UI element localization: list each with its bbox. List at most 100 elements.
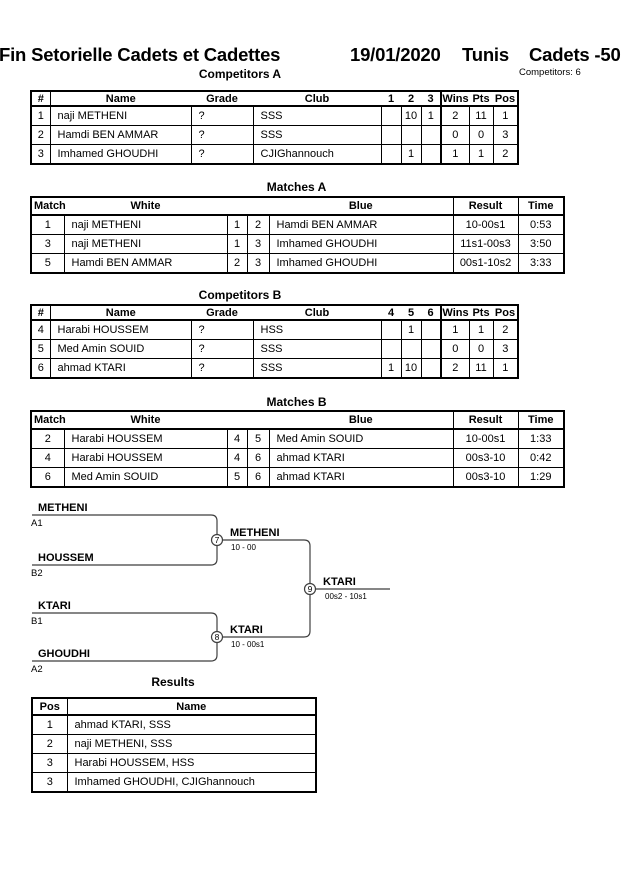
cell-match-num: 1	[30, 214, 65, 235]
cell-r3: 1	[420, 105, 442, 126]
competitors-count-label: Competitors: 6	[519, 67, 581, 78]
cell-grade: ?	[190, 125, 254, 145]
col-header-r5: 5	[401, 305, 421, 321]
col-header-pos: Pos	[493, 91, 518, 107]
cell-r1	[380, 105, 402, 126]
cell-name: Harabi HOUSSEM	[49, 319, 192, 340]
bracket-match-number: 9	[308, 584, 313, 594]
bracket-slot-name: KTARI	[38, 600, 71, 612]
cell-white-name: Hamdi BEN AMMAR	[63, 253, 228, 274]
cell-r2: 1	[400, 144, 422, 165]
cell-wins: 0	[440, 339, 470, 359]
cell-pos: 3	[492, 339, 519, 359]
cell-result: 00s3-10	[452, 467, 519, 488]
cell-white-seed: 2	[226, 253, 248, 274]
table-row: 4 Harabi HOUSSEM 4 6 ahmad KTARI 00s3-10…	[30, 448, 565, 468]
col-header-grade: Grade	[191, 305, 253, 321]
bracket-line-sf2-bottom	[32, 642, 218, 662]
cell-blue-name: ahmad KTARI	[268, 467, 454, 488]
col-header-num: #	[31, 91, 51, 107]
cell-pos: 3	[31, 753, 68, 773]
cell-white-name: naji METHENI	[63, 234, 228, 254]
col-header-club: Club	[253, 305, 381, 321]
table-row: 3 Imhamed GHOUDHI, CJIGhannouch	[31, 772, 317, 793]
cell-blue-seed: 6	[246, 467, 270, 488]
table-row: 1 naji METHENI 1 2 Hamdi BEN AMMAR 10-00…	[30, 214, 565, 235]
cell-pts: 1	[468, 319, 494, 340]
cell-name: ahmad KTARI, SSS	[66, 714, 317, 735]
col-header-name: Name	[50, 305, 191, 321]
cell-r1	[380, 319, 402, 340]
col-header-result: Result	[452, 411, 518, 430]
bracket-winner-name: METHENI	[230, 527, 280, 539]
cell-blue-seed: 5	[246, 428, 270, 449]
cell-white-name: Harabi HOUSSEM	[63, 428, 228, 449]
col-header-blue: Blue	[269, 197, 453, 216]
col-header-r2: 2	[401, 91, 421, 107]
col-header-r1: 1	[381, 91, 401, 107]
col-header-white-num	[227, 411, 247, 430]
cell-pos: 2	[492, 144, 519, 165]
cell-r2: 1	[400, 319, 422, 340]
cell-grade: ?	[190, 358, 254, 379]
col-header-white: White	[64, 411, 227, 430]
bracket-slot-name: METHENI	[38, 502, 88, 514]
cell-blue-name: Imhamed GHOUDHI	[268, 253, 454, 274]
col-header-result: Result	[452, 197, 518, 216]
bracket-match-result: 00s2 - 10s1	[325, 592, 367, 601]
pool-b-competitors-title: Competitors B	[198, 288, 282, 302]
bracket-slot-seed: A2	[31, 664, 43, 675]
table-row: 4 Harabi HOUSSEM ? HSS 1 1 1 2	[30, 319, 519, 340]
cell-result: 10-00s1	[452, 428, 519, 449]
col-header-pts: Pts	[469, 305, 493, 321]
cell-r1	[380, 125, 402, 145]
pool-a-competitors-title: Competitors A	[198, 67, 282, 81]
cell-white-seed: 4	[226, 448, 248, 468]
col-header-blue: Blue	[269, 411, 453, 430]
bracket-winner-name: KTARI	[230, 624, 263, 636]
cell-pts: 11	[468, 358, 494, 379]
col-header-r6: 6	[421, 305, 441, 321]
col-header-pos: Pos	[32, 698, 68, 716]
cell-club: CJIGhannouch	[252, 144, 382, 165]
cell-match-num: 2	[30, 428, 65, 449]
cell-r1	[380, 144, 402, 165]
cell-wins: 1	[440, 319, 470, 340]
cell-pos: 1	[31, 714, 68, 735]
bracket-slot-name: GHOUDHI	[38, 648, 90, 660]
cell-pos: 3	[492, 125, 519, 145]
cell-club: SSS	[252, 358, 382, 379]
bracket-match-result: 10 - 00s1	[231, 640, 265, 649]
cell-grade: ?	[190, 319, 254, 340]
title-event: Fin Setorielle Cadets et Cadettes	[0, 44, 281, 65]
table-header-row: Match White Blue Result Time	[31, 197, 564, 216]
cell-num: 6	[30, 358, 51, 379]
cell-r3	[420, 358, 442, 379]
cell-club: SSS	[252, 339, 382, 359]
bracket-line-sf1-bottom	[32, 545, 218, 566]
cell-match-num: 4	[30, 448, 65, 468]
col-header-name: Name	[50, 91, 191, 107]
table-row: 5 Hamdi BEN AMMAR 2 3 Imhamed GHOUDHI 00…	[30, 253, 565, 274]
cell-num: 1	[30, 105, 51, 126]
title-category: Cadets -50	[529, 44, 621, 65]
cell-blue-seed: 3	[246, 253, 270, 274]
col-header-num: #	[31, 305, 51, 321]
bracket-slot-seed: B2	[31, 568, 43, 579]
col-header-club: Club	[253, 91, 381, 107]
table-header-row: Pos Name	[32, 698, 316, 716]
pool-a-matches-title: Matches A	[266, 180, 327, 194]
col-header-wins: Wins	[440, 91, 469, 107]
cell-pts: 1	[468, 144, 494, 165]
cell-result: 10-00s1	[452, 214, 519, 235]
cell-white-seed: 1	[226, 234, 248, 254]
cell-white-seed: 5	[226, 467, 248, 488]
pool-b-matches-table: Match White Blue Result Time 2 Harabi HO…	[30, 410, 565, 488]
cell-blue-name: Hamdi BEN AMMAR	[268, 214, 454, 235]
cell-grade: ?	[190, 339, 254, 359]
cell-wins: 2	[440, 358, 470, 379]
cell-pos: 2	[492, 319, 519, 340]
cell-blue-seed: 3	[246, 234, 270, 254]
cell-white-name: Med Amin SOUID	[63, 467, 228, 488]
bracket-match-number: 7	[215, 535, 220, 545]
